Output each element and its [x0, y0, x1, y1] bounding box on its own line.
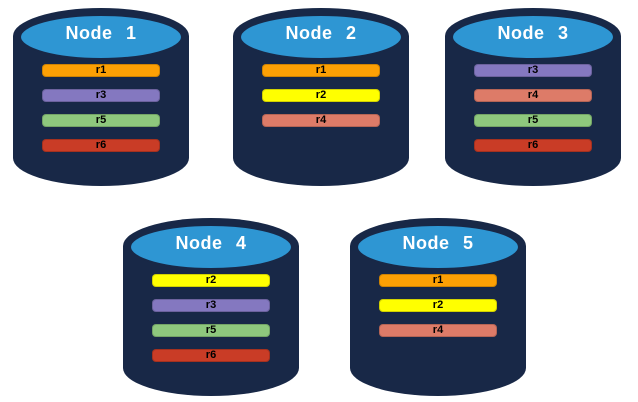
node-title: Node 5 [402, 233, 474, 253]
replica-label: r3 [205, 299, 217, 311]
replica-label: r5 [527, 114, 539, 126]
replica-label: r2 [315, 89, 327, 101]
replica-bar: r2 [152, 274, 270, 287]
node-title: Node 4 [175, 233, 247, 253]
replica-label: r6 [527, 139, 539, 151]
replica-bar: r4 [379, 324, 497, 337]
replica-bar: r1 [42, 64, 160, 77]
replica-bar: r5 [152, 324, 270, 337]
replica-bar-list: r1 r3 r5 r6 [13, 8, 189, 186]
cylinder-top-ellipse [19, 14, 183, 60]
replica-label: r5 [205, 324, 217, 336]
replica-label: r6 [95, 139, 107, 151]
replica-bar: r3 [42, 89, 160, 102]
replica-label: r6 [205, 349, 217, 361]
replica-label: r2 [205, 274, 217, 286]
cylinder-top-ellipse [239, 14, 403, 60]
replica-bar: r1 [262, 64, 380, 77]
replica-bar: r4 [474, 89, 592, 102]
replica-label: r3 [95, 89, 107, 101]
replica-bar: r3 [152, 299, 270, 312]
replica-label: r1 [95, 64, 107, 76]
node-cylinder: Node 4 r2 r3 r5 r6 [123, 218, 299, 396]
replica-label: r4 [527, 89, 539, 101]
node-cylinder: Node 3 r3 r4 r5 r6 [445, 8, 621, 186]
node-cylinder: Node 5 r1 r2 r4 [350, 218, 526, 396]
replica-bar: r2 [379, 299, 497, 312]
cylinder-top-ellipse [451, 14, 615, 60]
replica-bar: r5 [42, 114, 160, 127]
node-cylinder: Node 1 r1 r3 r5 r6 [13, 8, 189, 186]
replica-bar: r6 [42, 139, 160, 152]
node-title: Node 1 [65, 23, 137, 43]
replica-bar: r1 [379, 274, 497, 287]
node-cylinder: Node 2 r1 r2 r4 [233, 8, 409, 186]
node-title: Node 3 [497, 23, 569, 43]
replica-bar-list: r2 r3 r5 r6 [123, 218, 299, 396]
cylinder-top-ellipse [129, 224, 293, 270]
cylinder-top-ellipse [356, 224, 520, 270]
replica-bar-list: r1 r2 r4 [350, 218, 526, 396]
replica-bar: r3 [474, 64, 592, 77]
replica-bar-list: r3 r4 r5 r6 [445, 8, 621, 186]
node-title: Node 2 [285, 23, 357, 43]
replica-bar: r6 [152, 349, 270, 362]
replica-label: r3 [527, 64, 539, 76]
replica-bar: r5 [474, 114, 592, 127]
replica-label: r4 [315, 114, 327, 126]
replica-bar: r4 [262, 114, 380, 127]
replica-label: r1 [432, 274, 444, 286]
replica-label: r1 [315, 64, 327, 76]
replica-label: r2 [432, 299, 444, 311]
replica-bar: r2 [262, 89, 380, 102]
replica-bar: r6 [474, 139, 592, 152]
replica-bar-list: r1 r2 r4 [233, 8, 409, 186]
replica-label: r5 [95, 114, 107, 126]
replica-label: r4 [432, 324, 444, 336]
